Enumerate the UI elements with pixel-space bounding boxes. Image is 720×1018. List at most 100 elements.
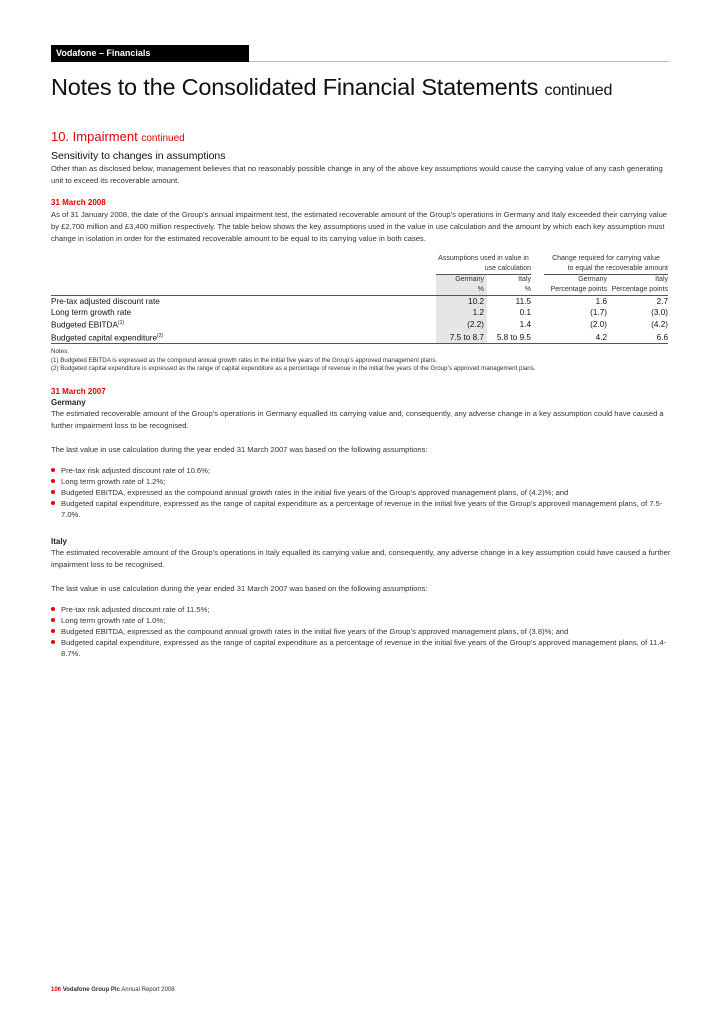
- table-cell: 0.1: [519, 308, 531, 317]
- list-item: Budgeted capital expenditure, expressed …: [51, 498, 671, 520]
- section-header-label: Vodafone – Financials: [56, 48, 151, 58]
- list-item-text: Long term growth rate of 1.0%;: [61, 616, 166, 625]
- table-cell: 11.5: [487, 295, 531, 307]
- table-cell: (4.2): [651, 319, 668, 329]
- table-cell: 4.2: [544, 330, 607, 345]
- intro-paragraph: Other than as disclosed below, managemen…: [51, 164, 663, 185]
- col-header: Germany: [436, 274, 487, 285]
- table-row: Long term growth rate 1.2 0.1 (1.7) (3.0…: [51, 307, 668, 318]
- table-row: Budgeted capital expenditure(2) 7.5 to 8…: [51, 330, 668, 345]
- table-cell: (2.0): [590, 319, 607, 329]
- section-title-text: 10. Impairment: [51, 129, 138, 144]
- table-group-subheader-row: use calculation to equal the recoverable…: [51, 264, 668, 275]
- list-item-text: Pre-tax risk adjusted discount rate of 1…: [61, 466, 210, 475]
- list-item: Pre-tax risk adjusted discount rate of 1…: [51, 604, 671, 615]
- bullet-icon: [51, 640, 55, 644]
- list-item: Pre-tax risk adjusted discount rate of 1…: [51, 465, 671, 476]
- bullet-icon: [51, 490, 55, 494]
- list-item-text: Budgeted EBITDA, expressed as the compou…: [61, 488, 569, 497]
- germany-assumptions-list: Pre-tax risk adjusted discount rate of 1…: [51, 465, 671, 520]
- list-item: Long term growth rate of 1.0%;: [51, 615, 671, 626]
- footer-company: Vodafone Group Plc: [62, 987, 120, 993]
- col-header: Germany: [578, 276, 607, 283]
- row-label-text: Pre-tax adjusted discount rate: [51, 297, 160, 306]
- bullet-icon: [51, 501, 55, 505]
- page-title-suffix: continued: [544, 82, 613, 99]
- bullet-icon: [51, 629, 55, 633]
- page-title-text: Notes to the Consolidated Financial Stat…: [51, 74, 539, 100]
- row-label-text: Budgeted capital expenditure: [51, 333, 158, 343]
- list-item-text: Budgeted capital expenditure, expressed …: [61, 499, 663, 519]
- table-cell: (3.0): [651, 308, 668, 317]
- table-cell: 2.7: [607, 295, 668, 307]
- list-item: Budgeted EBITDA, expressed as the compou…: [51, 626, 671, 637]
- table-cell: 10.2: [436, 295, 487, 307]
- table-cell: (2.2): [436, 318, 487, 331]
- march-2008-paragraph: As of 31 January 2008, the date of the G…: [51, 210, 668, 243]
- page-number: 106: [51, 987, 62, 993]
- col-unit: %: [436, 285, 487, 296]
- section-title: 10. Impairment continued: [51, 129, 185, 144]
- section-title-suffix: continued: [141, 133, 185, 144]
- assumptions-table: Assumptions used in value in Change requ…: [51, 254, 668, 345]
- note-item: (1) Budgeted EBITDA is expressed as the …: [51, 356, 438, 364]
- subheading: Sensitivity to changes in assumptions: [51, 150, 226, 162]
- table-cell: 1.4: [519, 319, 531, 329]
- list-item-text: Budgeted EBITDA, expressed as the compou…: [61, 627, 569, 636]
- list-item: Long term growth rate of 1.2%;: [51, 476, 671, 487]
- header-rule: [249, 61, 669, 62]
- row-label: Budgeted EBITDA(1): [51, 318, 436, 331]
- row-label-text: Budgeted EBITDA: [51, 320, 118, 330]
- heading-germany: Germany: [51, 398, 86, 407]
- col-header: Italy: [518, 276, 531, 283]
- table-group-header-row: Assumptions used in value in Change requ…: [51, 254, 668, 264]
- note-item: (2) Budgeted capital expenditure is expr…: [51, 365, 536, 372]
- notes-heading: Notes:: [51, 348, 69, 355]
- col-unit: Percentage points: [550, 286, 607, 293]
- footer-report: Annual Report 2008: [121, 987, 175, 993]
- table-row: Pre-tax adjusted discount rate 10.2 11.5…: [51, 295, 668, 307]
- heading-march-2008: 31 March 2008: [51, 198, 106, 207]
- col-unit: Percentage points: [611, 286, 668, 293]
- table-unit-row: % % Percentage points Percentage points: [51, 285, 668, 296]
- table-cell: 6.6: [607, 330, 668, 345]
- group-subheader-assumptions: use calculation: [436, 264, 531, 275]
- page-title: Notes to the Consolidated Financial Stat…: [51, 74, 612, 101]
- row-label: Long term growth rate: [51, 307, 436, 318]
- row-label: Budgeted capital expenditure(2): [51, 330, 436, 345]
- germany-paragraph: The estimated recoverable amount of the …: [51, 409, 664, 430]
- table-cell: 1.6: [544, 295, 607, 307]
- italy-paragraph: The estimated recoverable amount of the …: [51, 548, 671, 569]
- list-item: Budgeted EBITDA, expressed as the compou…: [51, 487, 671, 498]
- table-row: Budgeted EBITDA(1) (2.2) 1.4 (2.0) (4.2): [51, 318, 668, 331]
- list-item-text: Budgeted capital expenditure, expressed …: [61, 638, 667, 658]
- table-cell: 7.5 to 8.7: [436, 330, 487, 345]
- germany-lead: The last value in use calculation during…: [51, 445, 428, 454]
- bullet-icon: [51, 607, 55, 611]
- section-header-bar: Vodafone – Financials: [51, 45, 249, 62]
- table-cell: (1.7): [590, 308, 607, 317]
- bullet-icon: [51, 618, 55, 622]
- list-item-text: Long term growth rate of 1.2%;: [61, 477, 166, 486]
- list-item: Budgeted capital expenditure, expressed …: [51, 637, 671, 659]
- page-footer: 106 Vodafone Group Plc Annual Report 200…: [51, 987, 175, 993]
- footnote-ref: (2): [157, 332, 164, 339]
- italy-lead: The last value in use calculation during…: [51, 584, 428, 593]
- heading-italy: Italy: [51, 537, 68, 546]
- italy-assumptions-list: Pre-tax risk adjusted discount rate of 1…: [51, 604, 671, 659]
- col-unit: %: [524, 286, 531, 293]
- group-subheader-change: to equal the recoverable amount: [544, 264, 668, 275]
- bullet-icon: [51, 479, 55, 483]
- list-item-text: Pre-tax risk adjusted discount rate of 1…: [61, 605, 210, 614]
- table-cell: 1.2: [436, 307, 487, 318]
- group-header-assumptions: Assumptions used in value in: [438, 255, 529, 262]
- row-label: Pre-tax adjusted discount rate: [51, 295, 436, 307]
- group-header-change: Change required for carrying value: [552, 255, 660, 262]
- footnote-ref: (1): [117, 320, 125, 326]
- table-cell: 5.8 to 9.5: [487, 330, 531, 345]
- bullet-icon: [51, 468, 55, 472]
- table-column-header-row: Germany Italy Germany Italy: [51, 274, 668, 285]
- row-label-text: Long term growth rate: [51, 308, 132, 317]
- col-header: Italy: [655, 276, 668, 283]
- table-notes: Notes: (1) Budgeted EBITDA is expressed …: [51, 348, 536, 374]
